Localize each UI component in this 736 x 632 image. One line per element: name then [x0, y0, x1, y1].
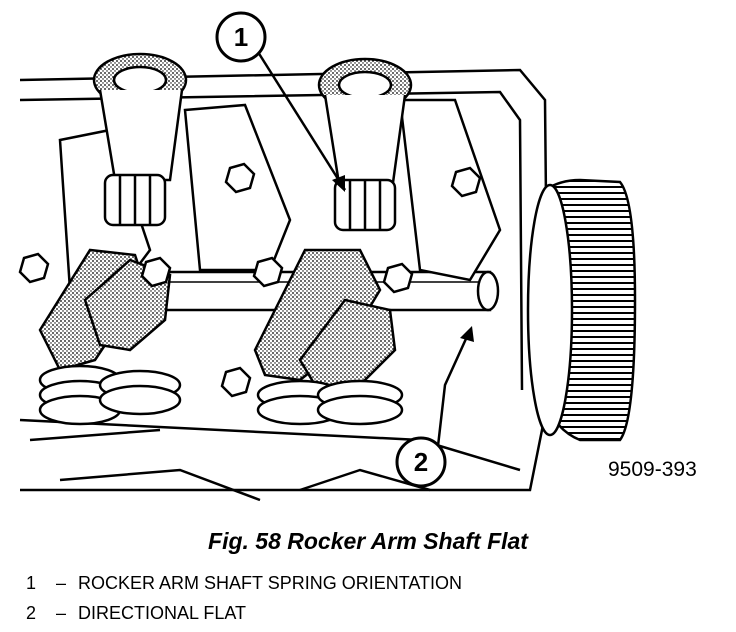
bolts: [18, 162, 482, 398]
legend-item-label: DIRECTIONAL FLAT: [78, 603, 247, 623]
callout-2: 2: [395, 436, 447, 488]
cam-sprocket: [526, 178, 637, 442]
legend-separator: –: [55, 603, 66, 623]
figure-caption: Fig. 58 Rocker Arm Shaft Flat: [208, 528, 528, 554]
valve-springs: [38, 364, 404, 426]
legend-item-number: 1: [26, 573, 37, 593]
rocker-arm-drawing: 1 2: [18, 11, 637, 502]
legend-item-number: 2: [26, 603, 37, 623]
legend-item: 2–DIRECTIONAL FLAT: [26, 598, 462, 628]
valve-spring-retainers: [92, 52, 413, 192]
figure-id-code: 9509-393: [608, 458, 697, 481]
arrow-head-1: [332, 175, 345, 192]
callout-2-number: 2: [414, 447, 428, 477]
callout-legend: 1–ROCKER ARM SHAFT SPRING ORIENTATION 2–…: [26, 568, 462, 628]
legend-item: 1–ROCKER ARM SHAFT SPRING ORIENTATION: [26, 568, 462, 598]
leader-lines: [256, 51, 472, 447]
legend-separator: –: [55, 573, 66, 593]
shaft-springs: [103, 173, 397, 232]
engine-illustration: 1 2: [18, 11, 637, 502]
callout-1-number: 1: [234, 22, 248, 52]
legend-item-label: ROCKER ARM SHAFT SPRING ORIENTATION: [78, 573, 463, 593]
arrow-head-2: [460, 326, 474, 342]
callout-1: 1: [215, 11, 267, 63]
